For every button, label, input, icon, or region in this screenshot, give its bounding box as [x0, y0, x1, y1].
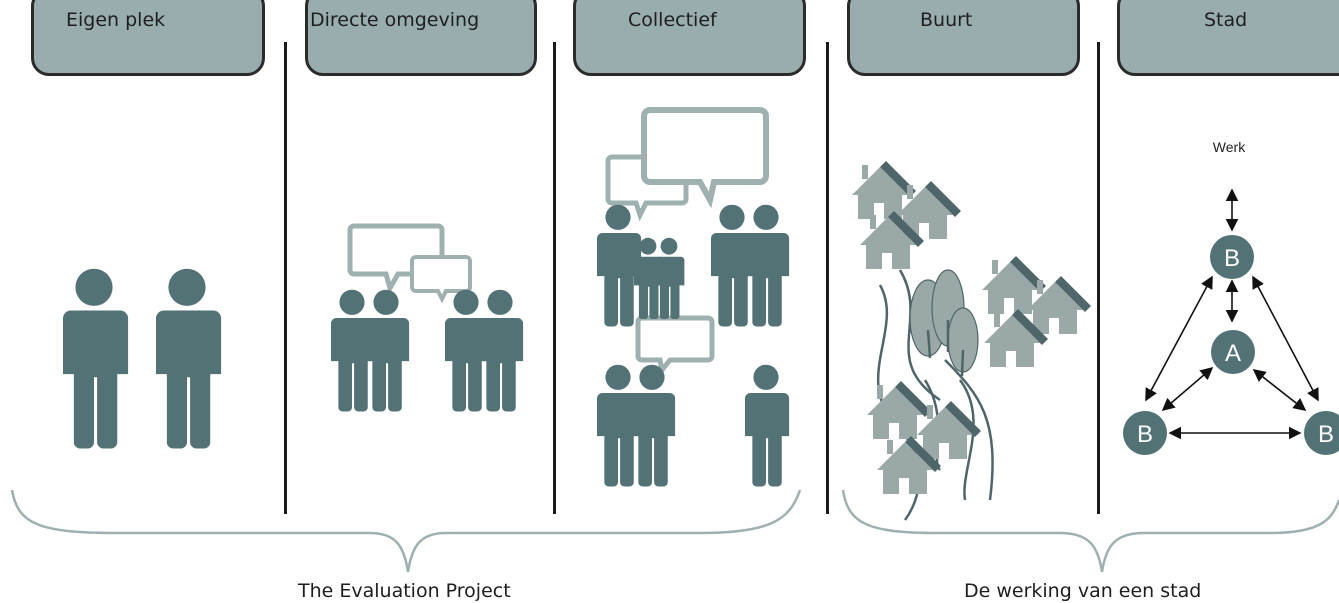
group-label-werking-stad: De werking van een stad	[964, 580, 1202, 602]
tab-label: Directe omgeving	[310, 9, 480, 31]
node-label: A	[1225, 340, 1241, 367]
node-b-top	[1210, 235, 1254, 279]
speech-bubble-icon	[410, 255, 472, 304]
arrow-icon	[1252, 275, 1319, 402]
person-icon-group-directe	[331, 289, 524, 412]
speech-bubble-group-directe	[347, 223, 472, 304]
node-b-right	[1304, 411, 1339, 455]
person-icon	[631, 364, 676, 487]
person-icon	[63, 268, 129, 449]
stad-nodes	[1123, 235, 1339, 455]
column-divider	[1097, 42, 1100, 514]
node-label: B	[1137, 421, 1153, 448]
stad-node-labels: B A B B	[1137, 245, 1334, 448]
tab-label: Buurt	[920, 9, 973, 31]
person-icon	[745, 364, 790, 487]
arrow-icon	[1145, 275, 1213, 402]
tree-group	[909, 269, 979, 377]
column-divider	[826, 42, 829, 514]
speech-bubble-icon	[641, 107, 769, 209]
speech-bubble-group-collectief	[605, 107, 769, 376]
tab-collectief: Collectief	[573, 0, 806, 76]
column-divider	[284, 42, 287, 514]
node-a-center	[1211, 330, 1255, 374]
tab-directe-omgeving: Directe omgeving	[305, 0, 537, 76]
node-b-left	[1123, 411, 1167, 455]
brace-evaluation-project	[10, 489, 802, 573]
house-icon	[867, 381, 931, 439]
speech-bubble-icon	[635, 315, 715, 376]
stad-top-label: Werk	[1213, 139, 1246, 155]
tab-buurt: Buurt	[847, 0, 1080, 76]
tab-label: Eigen plek	[66, 9, 166, 31]
person-icon	[745, 204, 790, 327]
person-icon-group-eigen-plek	[63, 268, 222, 449]
group-label-evaluation-project: The Evaluation Project	[298, 580, 511, 602]
arrow-icon	[1161, 366, 1214, 412]
brace-werking-stad	[841, 489, 1339, 573]
arrow-icon	[1252, 369, 1307, 411]
column-divider	[553, 42, 556, 514]
node-label: B	[1318, 421, 1334, 448]
arrow-lines	[1145, 188, 1319, 440]
tab-stad: Stad	[1117, 0, 1339, 76]
node-label: B	[1224, 245, 1240, 272]
tab-label: Collectief	[628, 9, 717, 31]
person-icon	[365, 289, 410, 412]
person-icon	[655, 237, 685, 319]
tab-label: Stad	[1204, 9, 1248, 31]
person-icon	[479, 289, 524, 412]
person-icon	[156, 268, 222, 449]
tab-eigen-plek: Eigen plek	[31, 0, 265, 76]
